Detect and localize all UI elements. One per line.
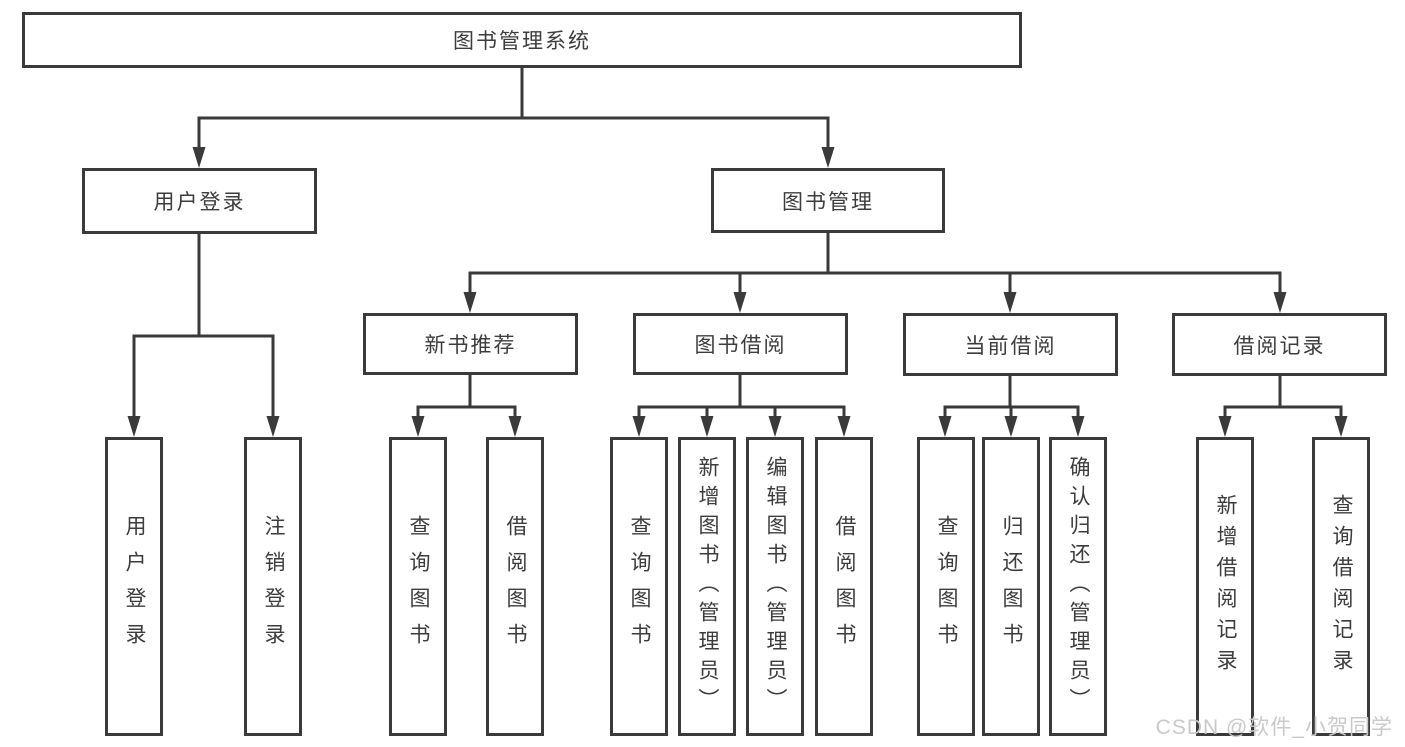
node-current-borrowing: 当前借阅: [903, 313, 1118, 376]
leaf-query-books-borrowing: 查询图书: [610, 437, 668, 736]
leaf-query-books-current: 查询图书: [917, 437, 975, 736]
node-book-management: 图书管理: [711, 168, 945, 233]
leaf-confirm-return-admin: 确认归还（管理员）: [1049, 437, 1107, 736]
node-new-book-recommendation: 新书推荐: [363, 313, 578, 375]
leaf-query-borrow-record: 查询借阅记录: [1312, 437, 1370, 736]
node-library-management-system: 图书管理系统: [22, 12, 1022, 68]
watermark: CSDN @软件_小贺同学: [1155, 716, 1393, 739]
node-user-login: 用户登录: [82, 168, 317, 234]
leaf-return-books: 归还图书: [982, 437, 1040, 736]
leaf-logout: 注销登录: [244, 437, 302, 736]
leaf-query-books-recommend: 查询图书: [389, 437, 447, 736]
leaf-edit-book-admin: 编辑图书（管理员）: [746, 437, 804, 736]
leaf-borrow-books-borrowing: 借阅图书: [815, 437, 873, 736]
leaf-user-login: 用户登录: [105, 437, 163, 736]
leaf-add-borrow-record: 新增借阅记录: [1196, 437, 1254, 736]
node-book-borrowing: 图书借阅: [633, 313, 848, 375]
leaf-add-book-admin: 新增图书（管理员）: [678, 437, 736, 736]
node-borrowing-records: 借阅记录: [1172, 313, 1387, 376]
leaf-borrow-books-recommend: 借阅图书: [486, 437, 544, 736]
